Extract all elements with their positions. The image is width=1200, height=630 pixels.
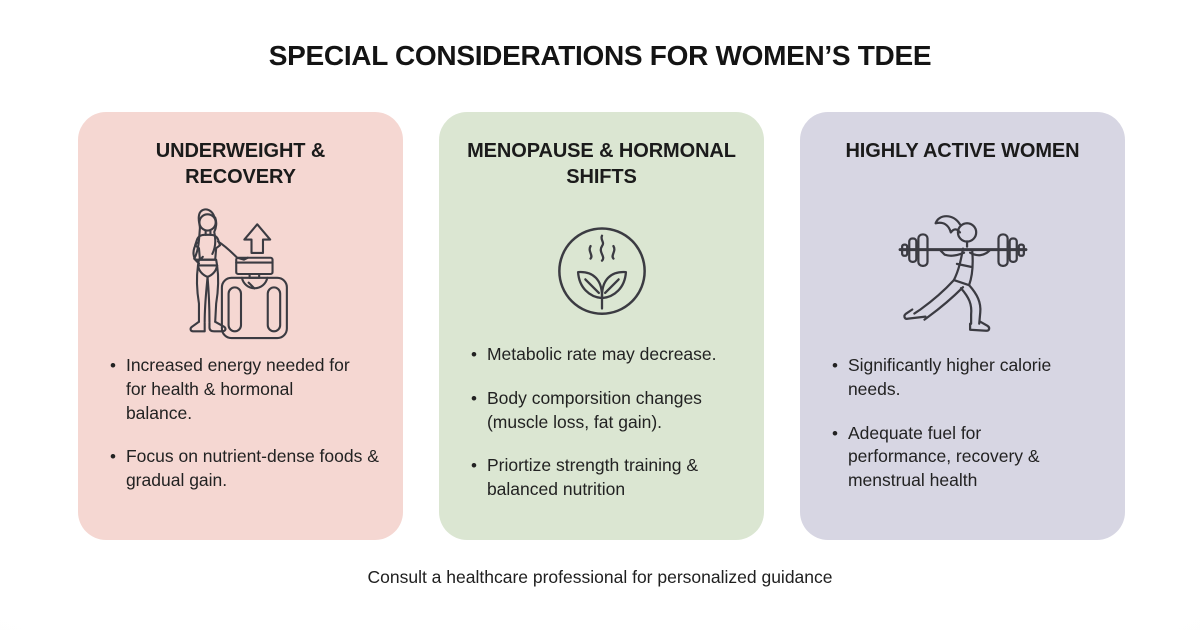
lunging-woman-figure [902, 215, 990, 332]
bullet-text: Body comporsition changes (muscle loss, … [486, 387, 702, 432]
bullet-item: • Significantly higher calorie needs. [832, 354, 1103, 402]
card-menopause-hormonal: MENOPAUSE & HORMONAL SHIFTS [439, 112, 764, 540]
plant-steam-circle-icon [459, 200, 744, 337]
bullet-item: • Adequate fuel for performance, recovery… [832, 422, 1103, 493]
bullet-item: • Priortize strength training & balanced … [471, 454, 742, 502]
footer-note: Consult a healthcare professional for pe… [367, 567, 833, 587]
bullet-text: Increased energy needed for for health &… [125, 355, 350, 423]
card-highly-active: HIGHLY ACTIVE WOMEN [800, 112, 1125, 540]
woman-scale-up-arrow-illustration [98, 200, 383, 348]
bullet-text: Adequate fuel for performance, recovery … [847, 422, 1040, 491]
bullet-text: Significantly higher calorie needs. [847, 355, 1052, 399]
bullet-dot: • [471, 456, 477, 476]
woman-lunging-barbell-illustration [820, 200, 1105, 348]
bullet-list: • Metabolic rate may decrease. • Body comp… [459, 343, 744, 522]
cards-row: UNDERWEIGHT & RECOVERY [78, 112, 1125, 540]
standing-woman-figure [189, 208, 249, 333]
bullet-dot: • [471, 388, 477, 408]
bullet-dot: • [832, 423, 838, 443]
bullet-list: • Increased energy needed for for health … [98, 354, 383, 513]
bullet-list: • Significantly higher calorie needs. • Ad… [820, 354, 1105, 513]
bullet-item: • Increased energy needed for for health … [110, 354, 381, 425]
card-underweight-recovery: UNDERWEIGHT & RECOVERY [78, 112, 403, 540]
bullet-text: Focus on nutrient-dense foods & gradual … [125, 446, 379, 491]
bullet-dot: • [832, 356, 838, 375]
bullet-item: • Metabolic rate may decrease. [471, 343, 742, 367]
bullet-item: • Focus on nutrient-dense foods & gradual… [110, 445, 381, 493]
bullet-item: • Body comporsition changes (muscle loss,… [471, 387, 742, 435]
card-title: HIGHLY ACTIVE WOMEN [845, 140, 1080, 162]
weight-scale-icon [220, 256, 288, 340]
bullet-dot: • [471, 345, 477, 365]
bullet-dot: • [110, 447, 116, 467]
card-title: MENOPAUSE & HORMONAL SHIFTS [467, 140, 736, 188]
bullet-text: Priortize strength training & balanced n… [486, 455, 699, 500]
bullet-text: Metabolic rate may decrease. [486, 344, 717, 365]
page-title: SPECIAL CONSIDERATIONS FOR WOMEN’S TDEE [268, 40, 932, 71]
card-title: UNDERWEIGHT & RECOVERY [155, 140, 326, 188]
up-arrow-icon [242, 223, 271, 255]
leaf-steam-icon [557, 226, 646, 315]
bullet-dot: • [110, 356, 116, 375]
